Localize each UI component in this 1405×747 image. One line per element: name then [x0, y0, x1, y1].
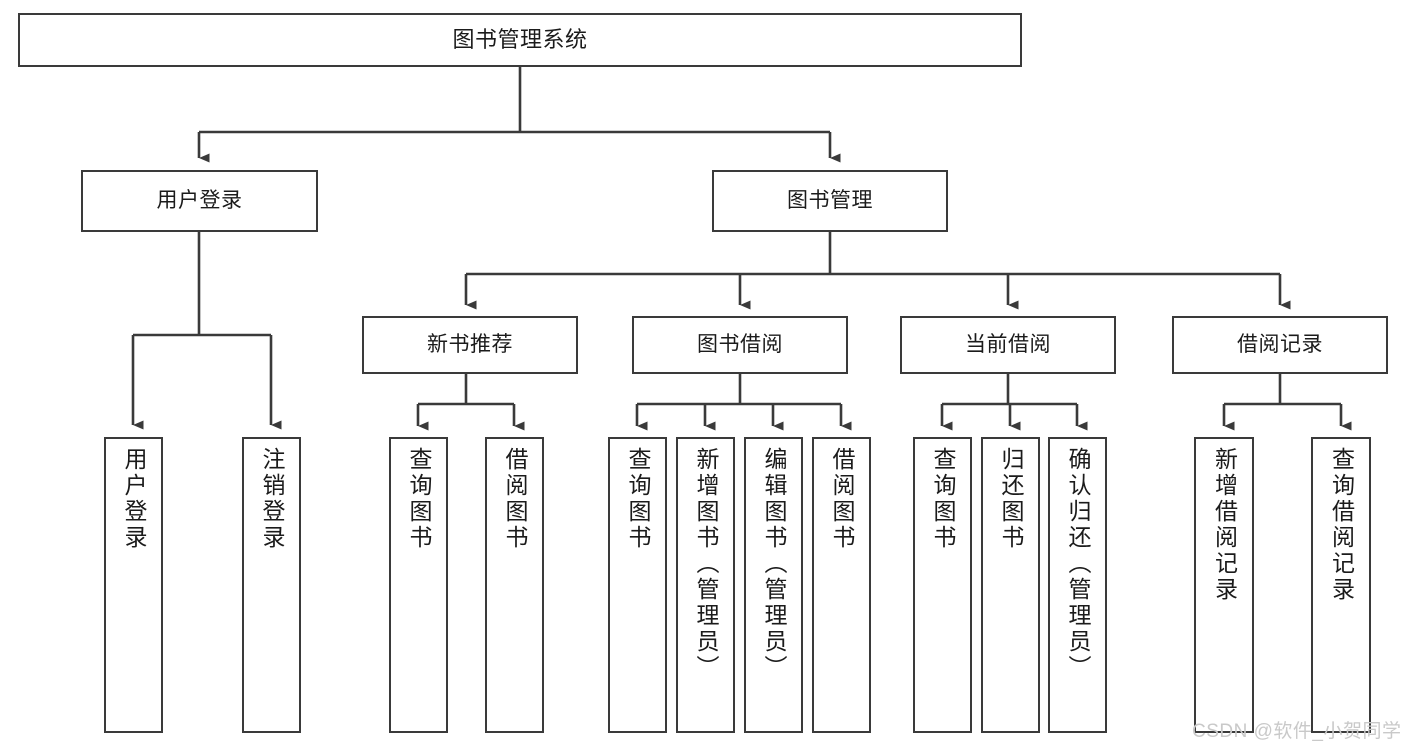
- node-user-login-label: 用户登录: [156, 188, 243, 212]
- node-leaf-confirm-return-label: 确认归还（管理员）: [1065, 447, 1091, 681]
- node-borrow-record-label: 借阅记录: [1237, 332, 1323, 356]
- node-leaf-logout-login-label: 注销登录: [259, 447, 285, 551]
- node-book-management[interactable]: 图书管理: [712, 170, 948, 232]
- node-book-management-label: 图书管理: [787, 188, 873, 212]
- node-leaf-return-book[interactable]: 归还图书: [981, 437, 1040, 733]
- node-root-label: 图书管理系统: [452, 27, 588, 53]
- node-leaf-query-book-2-label: 查询图书: [625, 447, 651, 551]
- node-new-book-recommend-label: 新书推荐: [427, 332, 513, 356]
- node-leaf-add-record[interactable]: 新增借阅记录: [1194, 437, 1254, 733]
- node-current-borrow-label: 当前借阅: [965, 332, 1051, 356]
- node-leaf-query-book-1[interactable]: 查询图书: [389, 437, 448, 733]
- node-user-login[interactable]: 用户登录: [81, 170, 318, 232]
- node-leaf-edit-book-label: 编辑图书（管理员）: [761, 447, 787, 681]
- node-leaf-query-record[interactable]: 查询借阅记录: [1311, 437, 1371, 733]
- node-borrow-record[interactable]: 借阅记录: [1172, 316, 1388, 374]
- node-leaf-confirm-return[interactable]: 确认归还（管理员）: [1048, 437, 1107, 733]
- node-current-borrow[interactable]: 当前借阅: [900, 316, 1116, 374]
- node-leaf-user-login[interactable]: 用户登录: [104, 437, 163, 733]
- node-leaf-borrow-book-1-label: 借阅图书: [502, 447, 528, 551]
- node-leaf-query-record-label: 查询借阅记录: [1328, 447, 1355, 603]
- node-leaf-return-book-label: 归还图书: [998, 447, 1024, 551]
- node-root[interactable]: 图书管理系统: [18, 13, 1022, 67]
- node-leaf-borrow-book-2[interactable]: 借阅图书: [812, 437, 871, 733]
- node-leaf-query-book-3[interactable]: 查询图书: [913, 437, 972, 733]
- node-leaf-add-book[interactable]: 新增图书（管理员）: [676, 437, 735, 733]
- node-leaf-edit-book[interactable]: 编辑图书（管理员）: [744, 437, 803, 733]
- node-leaf-logout-login[interactable]: 注销登录: [242, 437, 301, 733]
- node-new-book-recommend[interactable]: 新书推荐: [362, 316, 578, 374]
- node-leaf-borrow-book-1[interactable]: 借阅图书: [485, 437, 544, 733]
- node-leaf-query-book-3-label: 查询图书: [930, 447, 956, 551]
- node-leaf-user-login-label: 用户登录: [121, 447, 147, 551]
- node-book-borrow-label: 图书借阅: [697, 332, 783, 356]
- node-leaf-add-book-label: 新增图书（管理员）: [693, 447, 719, 681]
- node-leaf-query-book-2[interactable]: 查询图书: [608, 437, 667, 733]
- csdn-watermark: CSDN @软件_小贺同学: [1192, 721, 1402, 742]
- node-leaf-borrow-book-2-label: 借阅图书: [829, 447, 855, 551]
- node-leaf-query-book-1-label: 查询图书: [406, 447, 432, 551]
- node-leaf-add-record-label: 新增借阅记录: [1211, 447, 1238, 603]
- node-book-borrow[interactable]: 图书借阅: [632, 316, 848, 374]
